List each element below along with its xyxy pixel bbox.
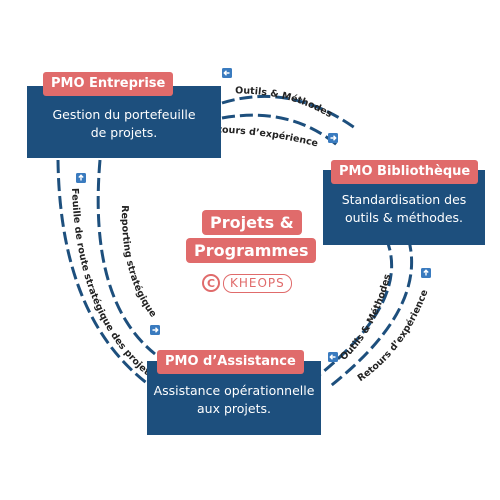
arrow-right-icon: [150, 325, 160, 335]
arrow-track-top-inner: [221, 113, 338, 147]
box-pmo-entreprise: Gestion du portefeuille de projets.: [27, 86, 221, 158]
arrow-up-icon: [421, 268, 431, 278]
center-title-line1: Projets &: [202, 210, 302, 235]
box-text-line: outils & méthodes.: [344, 210, 464, 225]
logo-text: KHEOPS: [223, 273, 292, 293]
box-text-line: Gestion du portefeuille: [52, 107, 196, 122]
box-text-line: de projets.: [90, 125, 158, 140]
box-text-line: aux projets.: [197, 401, 271, 416]
title-pmo-assistance: PMO d’Assistance: [157, 350, 304, 374]
arrow-right-icon: [328, 133, 338, 143]
title-pmo-entreprise: PMO Entreprise: [43, 72, 174, 96]
box-pmo-bibliotheque-text: Standardisation des outils & méthodes.: [323, 191, 485, 227]
arrow-left-icon: [222, 68, 232, 78]
box-pmo-assistance-text: Assistance opérationnelle aux projets.: [147, 382, 321, 418]
arrow-track-right-inner: [317, 237, 394, 378]
center-title-line2: Programmes: [186, 238, 317, 263]
title-pmo-bibliotheque: PMO Bibliothèque: [331, 160, 479, 184]
box-text-line: Standardisation des: [341, 192, 467, 207]
arrow-track-left-outer: [56, 159, 153, 389]
label-feuille-de-route: Feuille de route stratégique des projets: [69, 188, 156, 382]
arrow-track-right-outer: [327, 221, 414, 390]
arrow-track-left-inner: [96, 159, 156, 356]
box-text-line: Assistance opérationnelle: [153, 383, 315, 398]
label-outils-methodes-right: Outils & Méthodes: [338, 273, 393, 363]
box-pmo-entreprise-text: Gestion du portefeuille de projets.: [27, 106, 221, 142]
copyright-icon: C: [202, 274, 220, 292]
label-reporting-strategique: Reporting stratégique: [119, 205, 159, 319]
arrow-up-icon: [76, 173, 86, 183]
arrow-left-icon: [328, 352, 338, 362]
kheops-logo: C KHEOPS: [202, 272, 292, 294]
